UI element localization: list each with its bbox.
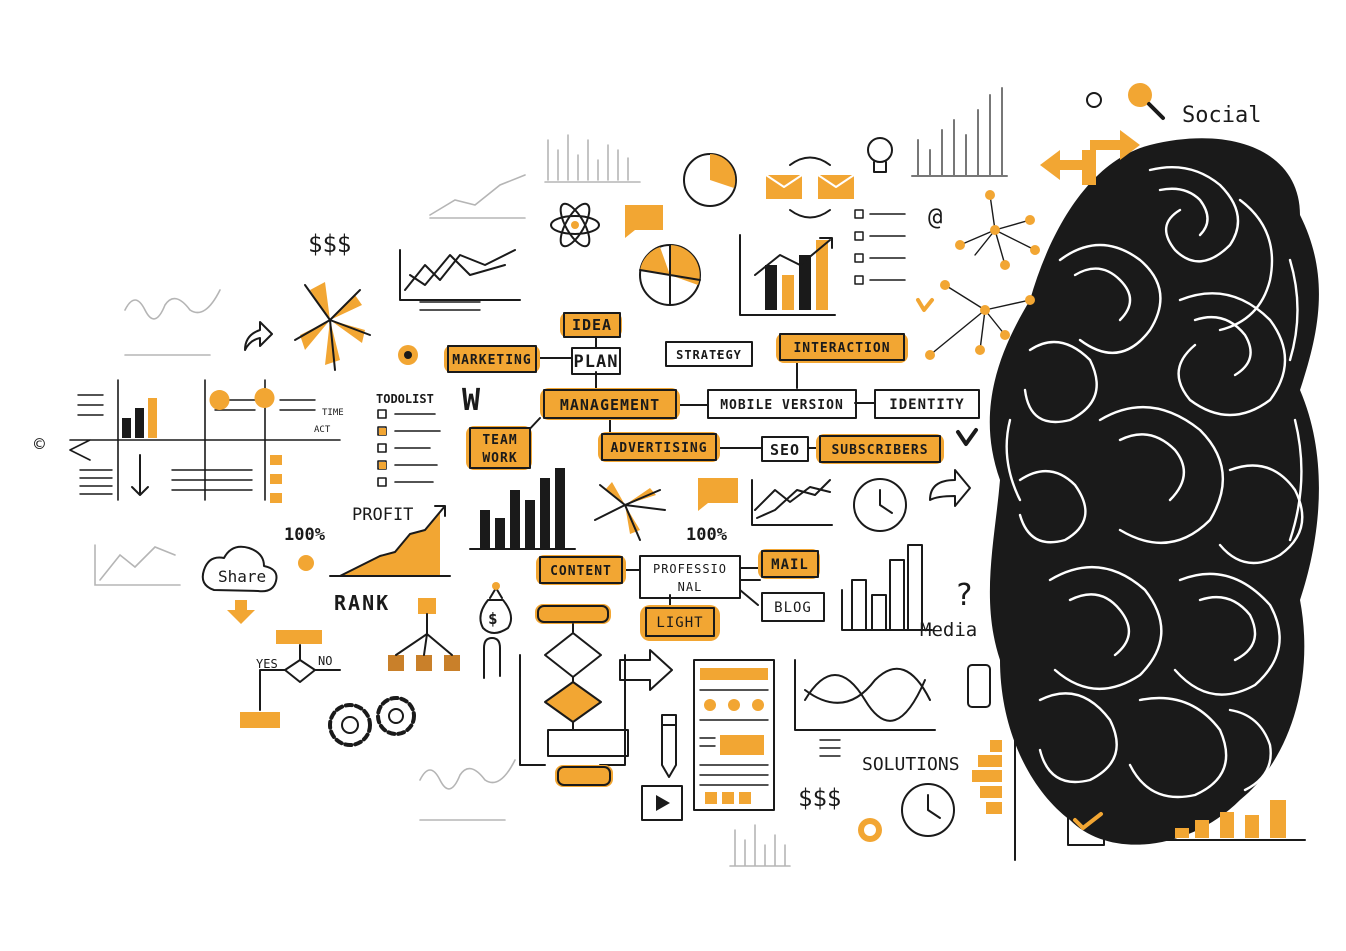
dollars-bottom: $$$ <box>798 784 841 812</box>
light-highlight <box>640 605 720 641</box>
percent-mid: 100% <box>686 525 728 545</box>
solutions-label: SOLUTIONS <box>862 754 960 775</box>
bar-chart-mid <box>469 468 576 550</box>
seo-label: SEO <box>770 441 800 459</box>
network-icon <box>925 190 1040 360</box>
yes-label: YES <box>256 657 278 671</box>
webpage-mockup <box>693 659 775 811</box>
check-mark-icon <box>956 428 978 446</box>
fan-chart <box>294 282 371 371</box>
mobile-version-label: MOBILE VERSION <box>720 398 844 413</box>
arrow-icon <box>929 469 971 507</box>
power-icon <box>858 818 882 842</box>
orange-circle-badge <box>398 345 418 365</box>
process-flowchart <box>519 604 673 787</box>
light-label: LIGHT <box>656 615 703 631</box>
marketing-label: MARKETING <box>452 353 531 368</box>
solutions-graph: SOLUTIONS <box>794 659 960 775</box>
minus-icon <box>1086 92 1102 108</box>
todo-list: TODOLIST <box>376 392 441 487</box>
brain-swirl-icon <box>989 138 1319 845</box>
pie-chart-orange <box>639 244 701 306</box>
clock-icon <box>853 478 955 837</box>
mind-map: IDEA PLAN MARKETING STRATEGY INTERACTION… <box>444 312 980 641</box>
idea-label: IDEA <box>572 316 612 334</box>
blog-label: BLOG <box>774 600 812 616</box>
line-chart-top <box>399 249 521 311</box>
work-label: WORK <box>482 451 517 466</box>
chat-icon <box>625 205 738 511</box>
clock-gauge <box>683 153 737 207</box>
at-symbol: @ <box>928 203 942 231</box>
management-label: MANAGEMENT <box>560 396 660 414</box>
atom-icon <box>550 202 600 248</box>
idea-highlight <box>560 312 622 338</box>
dollar-symbol: $ <box>488 609 498 628</box>
team-work-highlight <box>466 426 532 470</box>
magnifier-icon <box>1128 83 1165 120</box>
profit-chart: PROFIT 100% RANK <box>284 505 451 615</box>
social-label: Social <box>1182 103 1261 128</box>
share-label: Share <box>218 567 266 586</box>
percent-left: 100% <box>284 525 326 545</box>
subscribers-highlight <box>816 434 944 464</box>
professional-label-1: PROFESSIO <box>653 562 727 576</box>
heart-icon <box>916 298 934 312</box>
dollars-top: $$$ <box>308 230 351 258</box>
growth-chart <box>739 234 836 316</box>
management-highlight <box>540 388 680 420</box>
profit-label: PROFIT <box>352 505 413 525</box>
mail-label: MAIL <box>771 557 809 573</box>
identity-label: IDENTITY <box>889 397 964 413</box>
level-bars <box>972 729 1016 861</box>
interaction-label: INTERACTION <box>793 341 890 356</box>
org-tree <box>388 598 460 671</box>
advertising-highlight <box>598 432 720 462</box>
lightbulb-icon <box>867 137 893 173</box>
plus-badge <box>298 555 314 571</box>
strategy-label: STRATEGY <box>676 348 742 362</box>
todo-list-title: TODOLIST <box>376 392 434 406</box>
check-icon <box>854 209 906 285</box>
advertising-label: ADVERTISING <box>610 441 707 456</box>
arrow-icon-left <box>244 321 273 351</box>
play-icon <box>641 785 683 821</box>
envelope-icon <box>765 156 855 219</box>
marketing-highlight <box>444 345 540 373</box>
media-chart: Media ? 100% <box>686 525 977 641</box>
gear-icon <box>328 696 416 747</box>
content-label: CONTENT <box>550 564 612 579</box>
professional-label-2: NAL <box>678 580 703 594</box>
paperclip-icon <box>483 637 501 679</box>
copyright-symbol: © <box>34 434 45 455</box>
media-label: Media <box>920 619 977 641</box>
subscribers-label: SUBSCRIBERS <box>831 443 928 458</box>
w-logo: W <box>462 383 481 418</box>
rank-label: RANK <box>334 591 390 615</box>
tv-check-icon <box>1067 812 1105 846</box>
share-cloud: Share <box>201 545 278 624</box>
no-label: NO <box>318 654 332 668</box>
faded-background-sketches <box>94 134 791 867</box>
bottom-right-bars <box>1164 800 1306 841</box>
arrows-icon <box>1040 130 1140 185</box>
time-label: TIME <box>322 408 344 418</box>
interaction-highlight <box>776 333 908 363</box>
plan-label: PLAN <box>574 352 619 372</box>
bar-chart-top-right <box>911 87 1008 177</box>
team-label: TEAM <box>482 433 517 448</box>
fan-chart-small <box>594 482 666 541</box>
mail-highlight <box>758 549 820 579</box>
act-label: ACT <box>314 425 331 435</box>
phone-icon <box>967 664 991 708</box>
content-highlight <box>536 555 626 585</box>
question-mark: ? <box>955 578 973 613</box>
dashboard-sketch: © ACT TIME <box>34 379 344 503</box>
money-bag-icon: $ <box>479 582 513 634</box>
yes-no-flow: YES NO <box>240 630 341 728</box>
line-chart-small <box>751 479 833 526</box>
pencil-icon <box>661 714 677 778</box>
